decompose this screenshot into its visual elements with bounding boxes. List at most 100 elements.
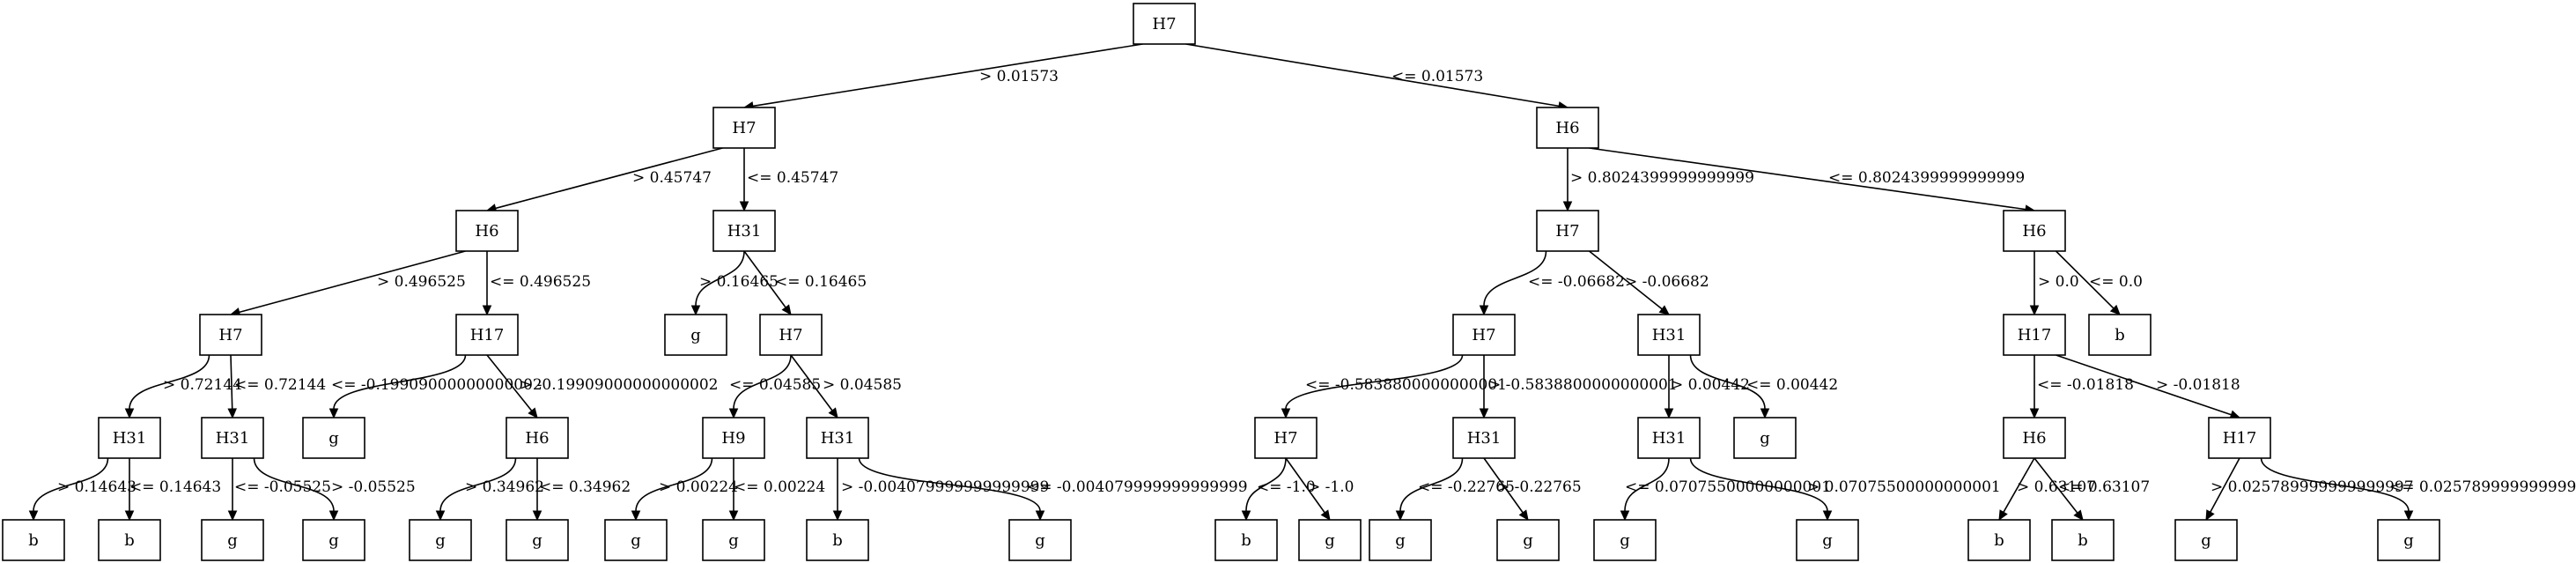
edge-arrowhead: [781, 304, 792, 315]
tree-node: H31: [201, 417, 264, 459]
edge-arrowhead: [1479, 408, 1489, 419]
node-box: [1369, 519, 1432, 561]
edge-label: > -0.22765: [1497, 478, 1582, 496]
node-label: H31: [1652, 429, 1687, 448]
node-box: [806, 519, 869, 561]
edge-label: <= 0.01573: [1391, 68, 1483, 85]
node-box: [302, 417, 365, 459]
tree-node: H6: [1536, 107, 1599, 149]
edges-layer: > 0.01573<= 0.01573> 0.45747<= 0.45747> …: [28, 43, 2576, 522]
node-label: H7: [732, 119, 756, 137]
edge-n18-n31: [439, 457, 517, 512]
edge-label: > 0.14643: [57, 478, 137, 496]
edge-label: <= -0.06682: [1528, 273, 1625, 291]
edge-label: > 0.8024399999999999: [1570, 169, 1754, 187]
node-label: H6: [525, 429, 549, 448]
edge-label: <= 0.14643: [129, 478, 221, 496]
node-box: [2003, 417, 2066, 459]
edge-n4-n10: [743, 250, 786, 308]
tree-node: H9: [702, 417, 765, 459]
edge-n19-n33: [635, 457, 713, 512]
tree-node: g: [1733, 417, 1797, 459]
edge-n10-n20: [790, 354, 833, 411]
tree-node: H31: [712, 210, 776, 252]
edge-label: > 0.00224: [659, 478, 738, 496]
node-label: H31: [821, 429, 855, 448]
node-box: [759, 314, 823, 356]
node-box: [702, 519, 765, 561]
node-label: g: [690, 326, 701, 344]
edge-arrowhead: [1320, 509, 1331, 521]
edge-label: <= -1.0: [1257, 478, 1316, 496]
edge-arrowhead: [482, 305, 492, 316]
node-label: H6: [2022, 222, 2046, 241]
edge-arrowhead: [227, 408, 237, 419]
edge-arrowhead: [1664, 408, 1674, 419]
edge-arrowhead: [631, 510, 641, 522]
edge-n6-n14: [2055, 250, 2115, 309]
node-box: [201, 519, 264, 561]
edge-arrowhead: [2109, 304, 2121, 315]
node-label: g: [1395, 531, 1406, 550]
tree-node: g: [1008, 519, 1072, 561]
tree-node: H31: [1452, 417, 1516, 459]
edge-label: <= 0.07075500000000001: [1625, 478, 1831, 496]
node-box: [1214, 519, 1278, 561]
edge-label: > 0.0: [2038, 273, 2079, 291]
edge-arrowhead: [828, 407, 838, 419]
node-box: [506, 417, 569, 459]
node-box: [506, 519, 569, 561]
node-box: [1796, 519, 1859, 561]
edge-label: <= 0.04585: [729, 376, 821, 394]
edge-n0-n2: [1185, 43, 1560, 107]
edge-label: <= 0.00442: [1746, 376, 1838, 394]
node-label: b: [1994, 531, 2004, 550]
node-label: g: [728, 531, 739, 550]
tree-node: H31: [806, 417, 869, 459]
tree-node: g: [1496, 519, 1560, 561]
node-label: g: [227, 531, 238, 550]
edge-arrowhead: [1395, 510, 1406, 522]
node-label: b: [2078, 531, 2088, 550]
tree-node: b: [806, 519, 869, 561]
edge-n7-n15: [129, 354, 210, 410]
tree-node: g: [2377, 519, 2440, 561]
node-label: b: [832, 531, 843, 550]
tree-node: g: [702, 519, 765, 561]
edge-arrowhead: [1822, 510, 1833, 522]
edge-n12-n24: [1689, 354, 1766, 410]
tree-node: H17: [455, 314, 519, 356]
node-box: [1298, 519, 1362, 561]
edge-arrowhead: [532, 510, 543, 522]
node-box: [2003, 314, 2066, 356]
tree-node: H31: [1637, 417, 1701, 459]
edge-arrowhead: [528, 407, 538, 419]
edge-n13-n26: [2056, 354, 2232, 416]
tree-node: b: [2088, 314, 2152, 356]
tree-node: b: [1214, 519, 1278, 561]
edge-label: <= 0.34962: [539, 478, 631, 496]
node-label: g: [1822, 531, 1833, 550]
node-box: [664, 314, 727, 356]
edge-arrowhead: [2073, 509, 2084, 521]
edge-arrowhead: [1479, 305, 1489, 316]
edge-arrowhead: [1518, 509, 1529, 521]
edge-label: <= -0.004079999999999999: [1027, 478, 1248, 496]
node-box: [2174, 519, 2238, 561]
edge-label: <= 0.496525: [490, 273, 591, 291]
edge-n20-n36: [858, 457, 1041, 512]
tree-node: g: [201, 519, 264, 561]
node-box: [201, 417, 264, 459]
edge-arrowhead: [1658, 305, 1670, 315]
node-label: H6: [1555, 119, 1579, 137]
edge-n26-n45: [2210, 457, 2240, 513]
edge-label: <= 0.0: [2089, 273, 2143, 291]
node-box: [409, 519, 472, 561]
node-box: [2051, 519, 2115, 561]
tree-node: H17: [2003, 314, 2066, 356]
node-label: H6: [2022, 429, 2046, 448]
edge-n22-n40: [1483, 457, 1524, 514]
edge-n4-n9: [695, 250, 745, 307]
edge-arrowhead: [739, 201, 749, 212]
node-box: [199, 314, 262, 356]
